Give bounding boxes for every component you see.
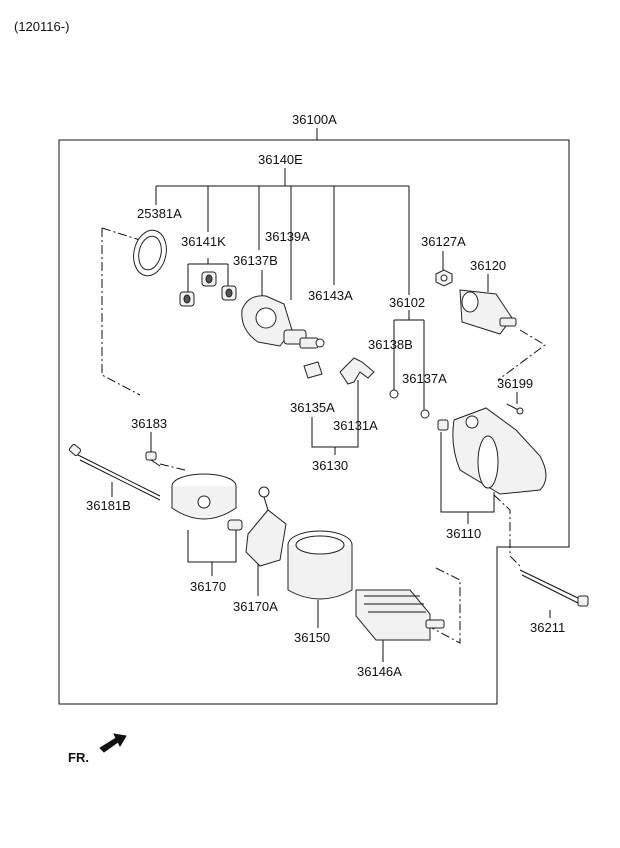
leader-lines (111, 226, 551, 662)
part-36181B-through-bolt (68, 444, 161, 501)
part-36138B-washer (389, 389, 399, 399)
label-36131A: 36131A (333, 418, 378, 433)
part-36183-bolt (145, 451, 161, 467)
label-36170: 36170 (190, 579, 226, 594)
part-36143A-shaft-end (299, 337, 325, 349)
label-36120: 36120 (470, 258, 506, 273)
part-36120-solenoid (459, 289, 517, 335)
label-36100A: 36100A (292, 112, 337, 127)
part-36141K-planet-gears (179, 271, 237, 307)
leader-36140E (155, 168, 410, 295)
label-36137B: 36137B (233, 253, 278, 268)
part-36150-yoke (287, 530, 353, 600)
part-36137B-gear-carrier (241, 295, 307, 347)
label-36170A: 36170A (233, 599, 278, 614)
label-36135A: 36135A (290, 400, 335, 415)
label-36181B: 36181B (86, 498, 131, 513)
arrow-icon (99, 733, 127, 753)
part-36131A-lever (339, 357, 375, 385)
part-36137A-washer (420, 409, 430, 419)
front-label: FR. (68, 750, 89, 765)
front-indicator: FR. (68, 733, 127, 765)
label-36211: 36211 (530, 620, 565, 635)
part-36146A-armature (355, 589, 445, 641)
label-25381A: 25381A (137, 206, 182, 221)
part-36127A-nut (435, 269, 453, 287)
part-36211-long-bolt (519, 569, 589, 607)
alignment-lines (101, 227, 546, 644)
label-36146A: 36146A (357, 664, 402, 679)
label-36140E: 36140E (258, 152, 303, 167)
part-36170A-brush-holder (245, 486, 287, 567)
label-36150: 36150 (294, 630, 330, 645)
label-36110: 36110 (446, 526, 481, 541)
label-36199: 36199 (497, 376, 533, 391)
label-36143A: 36143A (308, 288, 353, 303)
part-36110-front-housing (437, 407, 547, 495)
label-36183: 36183 (131, 416, 167, 431)
part-25381A-seal-ring (133, 229, 167, 277)
part-36170-end-cover (171, 473, 243, 531)
label-36139A: 36139A (265, 229, 310, 244)
label-36102: 36102 (389, 295, 425, 310)
part-36135A-plug (303, 361, 323, 379)
assembly-frame (58, 128, 570, 705)
part-36199-screw (506, 403, 524, 415)
label-36130: 36130 (312, 458, 348, 473)
label-36138B: 36138B (368, 337, 413, 352)
serial-range-label: (120116-) (14, 19, 69, 34)
label-36137A: 36137A (402, 371, 447, 386)
label-36127A: 36127A (421, 234, 466, 249)
label-36141K: 36141K (181, 234, 226, 249)
